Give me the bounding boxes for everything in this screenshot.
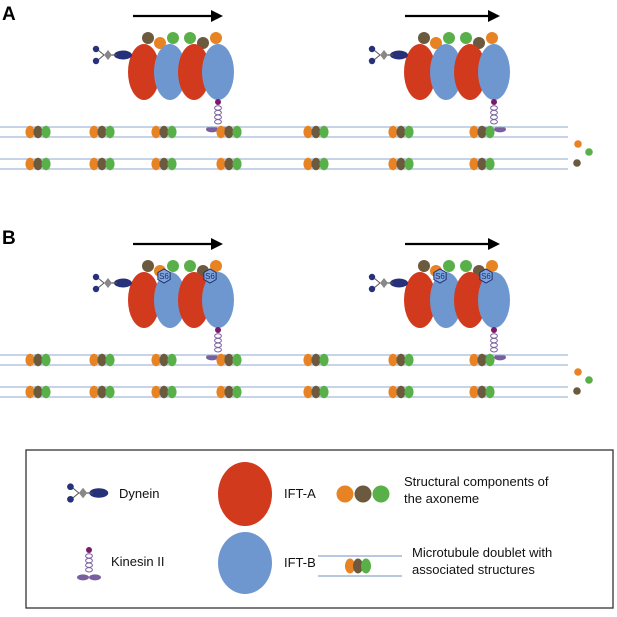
cargo-dot [486,32,498,44]
ift-a-particle [128,272,160,328]
cargo-dot [418,260,430,272]
cargo-dot [430,37,442,49]
free-brown-component [573,387,581,395]
ift-b-particle [478,272,510,328]
cargo-dot [184,260,196,272]
cargo-dot [418,32,430,44]
ift-a-particle [128,44,160,100]
ift-b-particle [430,44,462,100]
s6-marker: S6 [203,268,217,284]
ift-b-particle [430,272,462,328]
cargo-dot [142,32,154,44]
legend: Dynein Kinesin II IFT-A IFT-B Structural… [25,449,614,609]
free-orange-component [574,140,582,148]
structural-components-icon [336,485,390,503]
ift-b-particle [202,44,234,100]
ift-b-icon [218,532,272,594]
legend-structural-line1: Structural components of [404,474,549,489]
cargo-dot [167,260,179,272]
s6-label: S6 [435,272,445,281]
ift-a-particle [178,44,210,100]
cargo-dot [210,32,222,44]
dynein-motor [92,273,132,293]
ift-b-particle [478,44,510,100]
ift-a-icon [218,462,272,526]
ift-b-particle [154,272,186,328]
legend-dynein-label: Dynein [119,486,159,501]
legend-kinesin-label: Kinesin II [111,554,164,569]
ift-a-particle [454,272,486,328]
legend-box [25,449,614,609]
microtubule-doublet [0,125,568,139]
microtubule-doublet-icon [318,555,402,577]
panel-a [0,10,593,171]
legend-ift-a-label: IFT-A [284,486,316,501]
ift-b-particle [202,272,234,328]
panel-b-label: B [2,228,16,249]
dynein-icon [67,483,109,503]
cargo-dot [154,37,166,49]
cargo-dot [473,37,485,49]
microtubule-doublet [0,385,568,399]
cargo-dot [443,32,455,44]
cargo-dot [486,260,498,272]
s6-label: S6 [481,272,491,281]
ift-train: S6 S6 [92,260,234,361]
microtubule-doublet [0,353,568,367]
cargo-dot [184,32,196,44]
panel-a-label: A [2,4,16,25]
ift-a-particle [454,44,486,100]
ift-a-particle [178,272,210,328]
ift-a-particle [404,44,436,100]
panel-b: S6 S6 S6 S6 [0,238,593,399]
s6-marker: S6 [479,268,493,284]
cargo-dot [142,260,154,272]
dynein-motor [368,273,408,293]
s6-label: S6 [205,272,215,281]
cargo-dot [210,260,222,272]
free-brown-component [573,159,581,167]
free-orange-component [574,368,582,376]
ift-a-particle [404,272,436,328]
free-green-component [585,148,593,156]
cargo-dot [443,260,455,272]
dynein-motor [92,45,132,65]
s6-label: S6 [159,272,169,281]
cargo-dot [197,37,209,49]
s6-marker: S6 [157,268,171,284]
dynein-motor [368,45,408,65]
cargo-dot [460,32,472,44]
s6-marker: S6 [433,268,447,284]
legend-ift-b-label: IFT-B [284,555,316,570]
cargo-dot [167,32,179,44]
ift-train: S6 S6 [368,260,510,361]
ift-train [368,32,510,133]
ift-train [92,32,234,133]
legend-doublet-line1: Microtubule doublet with [412,545,552,560]
free-green-component [585,376,593,384]
legend-doublet-line2: associated structures [412,562,535,577]
ift-b-particle [154,44,186,100]
legend-structural-line2: the axoneme [404,491,479,506]
cargo-dot [460,260,472,272]
microtubule-doublet [0,157,568,171]
kinesin-icon [77,547,101,581]
